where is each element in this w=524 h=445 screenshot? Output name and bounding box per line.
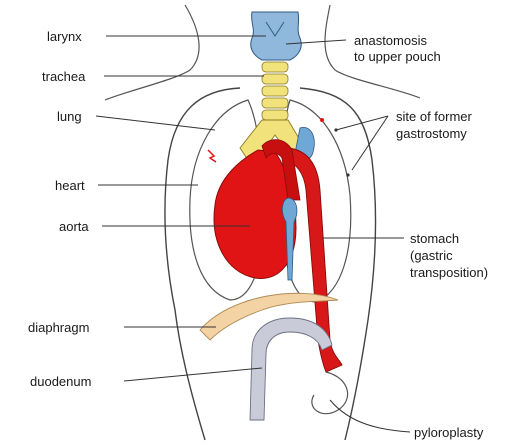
label-diaphragm: diaphragm xyxy=(28,320,89,335)
label-gastrostomy-line1: site of former xyxy=(396,109,472,124)
leader-pyloroplasty xyxy=(330,400,410,432)
label-pyloroplasty: pyloroplasty xyxy=(414,425,483,440)
label-duodenum: duodenum xyxy=(30,374,91,389)
label-trachea: trachea xyxy=(42,69,85,84)
gastrostomy-dot xyxy=(346,173,349,176)
leader-lung xyxy=(96,116,215,130)
gastrostomy-dot xyxy=(320,118,324,122)
leader-duodenum xyxy=(124,368,262,381)
label-stomach-line1: stomach xyxy=(410,231,459,246)
trachea-ring xyxy=(262,62,288,72)
label-larynx: larynx xyxy=(47,29,82,44)
label-anastomosis-line1: anastomosis xyxy=(354,33,427,48)
neck-outline-left xyxy=(105,5,199,100)
duodenum-shape xyxy=(250,318,332,420)
trachea-ring xyxy=(262,110,288,120)
trachea-ring xyxy=(262,86,288,96)
label-gastrostomy-line2: gastrostomy xyxy=(396,126,467,141)
label-aorta: aorta xyxy=(59,219,89,234)
label-heart: heart xyxy=(55,178,85,193)
label-lung: lung xyxy=(57,109,82,124)
trachea-ring xyxy=(262,74,288,84)
trachea-ring xyxy=(262,98,288,108)
label-stomach-line2: (gastric xyxy=(410,248,453,263)
pylorus-loop xyxy=(312,372,348,414)
label-anastomosis-line2: to upper pouch xyxy=(354,49,441,64)
label-stomach-line3: transposition) xyxy=(410,265,488,280)
